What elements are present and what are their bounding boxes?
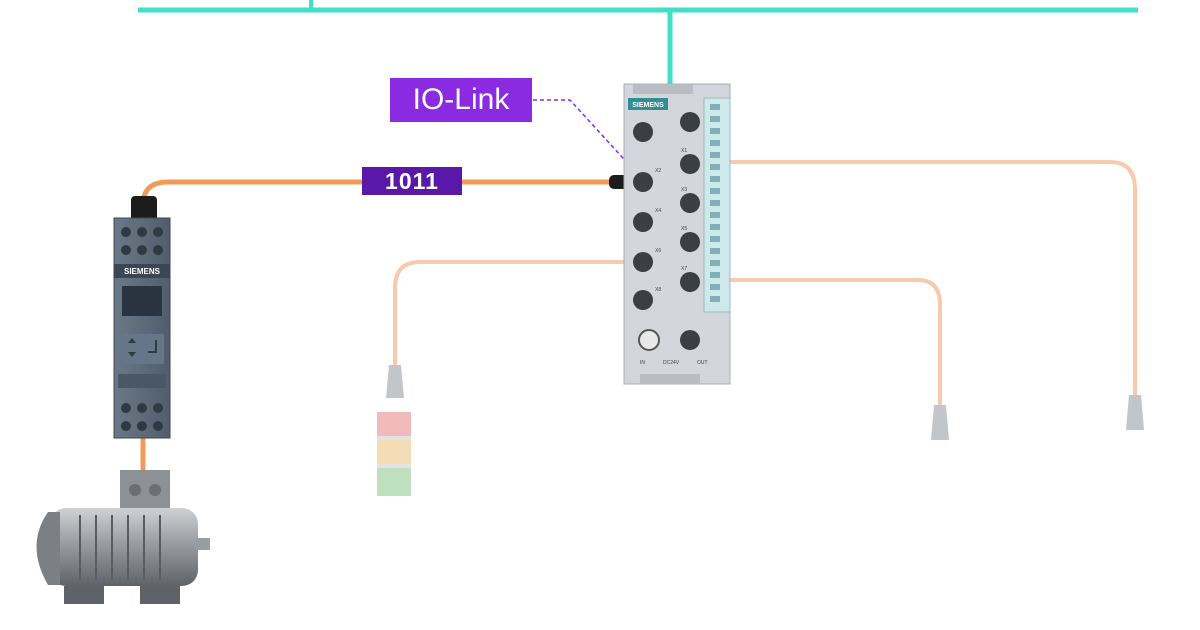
power-voltage-label: DC24V [663,360,680,366]
signal-tower-icon [377,412,411,496]
motor-icon [36,470,210,604]
cable-signal-tower [393,260,630,365]
power-in-label: IN [640,360,645,366]
starter-keypad [120,334,164,364]
power-in-port [638,329,660,351]
io-link-callout-line [533,99,633,169]
cable-right-lower [718,278,942,405]
port-label-x5: X5 [681,226,687,232]
port-label-x4: X4 [655,208,661,214]
motor-starter: SIEMENS [113,196,171,439]
starter-display [122,286,162,316]
status-leds [710,104,720,302]
port-label-x1: X1 [681,148,687,154]
port-label-x8: X8 [655,287,661,293]
port-label-x3: X3 [681,187,687,193]
cable-right-upper [718,160,1137,395]
io-link-tag: IO-Link [390,78,532,122]
io-module: SIEMENS X1 X2 X3 X4 X5 X6 X7 X8 IN DC24V… [623,83,731,385]
sensor-icon [386,365,1144,440]
io-module-brand: SIEMENS [632,102,664,109]
port-label-x6: X6 [655,248,661,254]
starter-brand: SIEMENS [124,267,161,276]
port-label-x2: X2 [655,168,661,174]
network-bus [138,0,1138,88]
data-word-tag: 1011 [362,167,462,195]
m12-ports [633,112,700,350]
faded-cables [393,160,1137,405]
power-out-label: OUT [697,360,708,366]
port-label-x7: X7 [681,266,687,272]
